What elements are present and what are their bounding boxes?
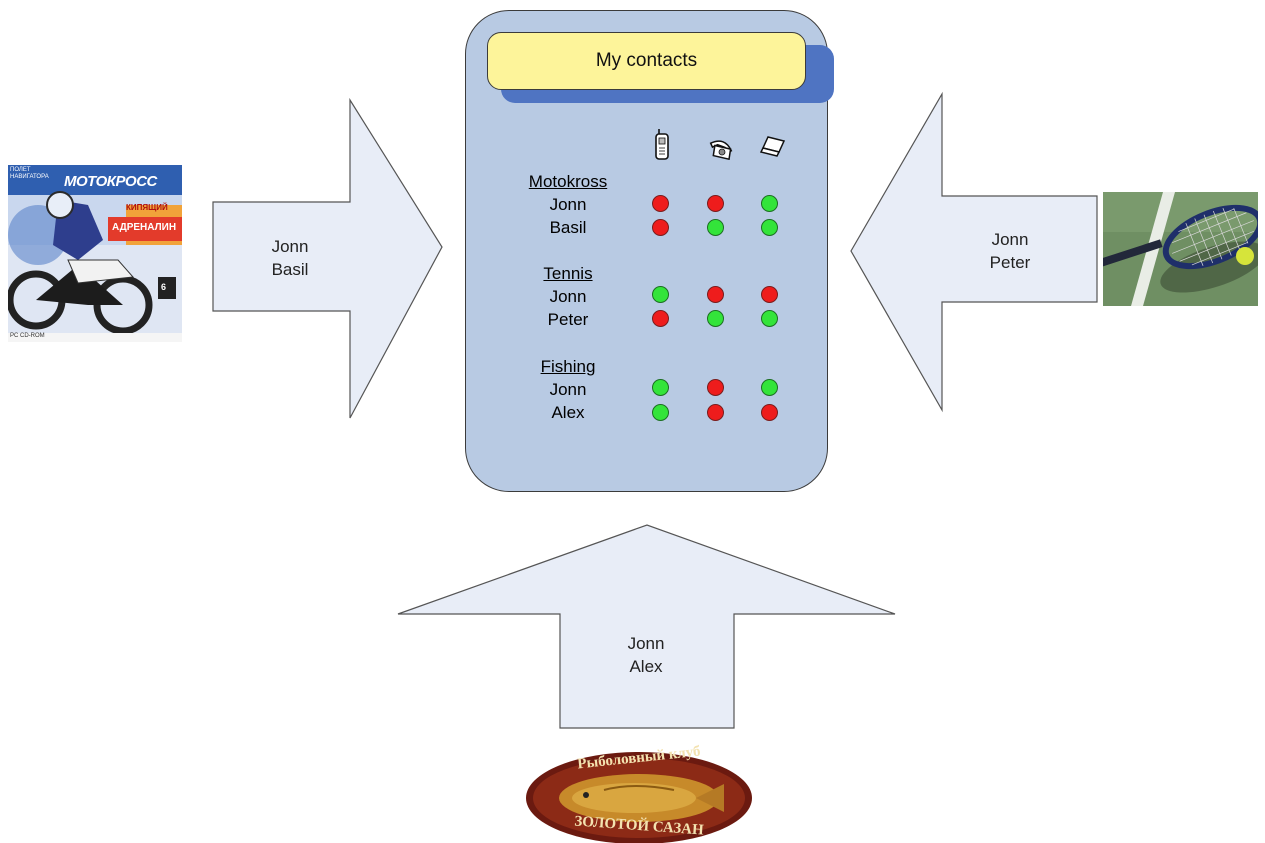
motocross-cover-art <box>8 165 182 342</box>
moto-footer-text: PC CD-ROM <box>10 333 45 339</box>
left-arrow-line1: Jonn <box>271 237 309 256</box>
tennis-racket-image <box>1103 192 1258 306</box>
right-arrow-line1: Jonn <box>991 230 1029 249</box>
status-dot-mobile-red <box>652 195 669 212</box>
status-dot-mobile-green <box>652 286 669 303</box>
moto-subtitle-1: КИПЯЩИЙ <box>126 203 168 212</box>
bottom-arrow <box>397 524 896 729</box>
status-dot-mobile-green <box>652 379 669 396</box>
status-dot-desk-phone-red <box>707 286 724 303</box>
desk-phone-icon <box>709 140 733 160</box>
status-dot-laptop-red <box>761 404 778 421</box>
moto-age-badge: 6 <box>161 282 167 292</box>
left-arrow <box>212 97 443 419</box>
fishing-club-logo-image: Рыболовный клуб ЗОЛОТОЙ САЗАН <box>524 740 754 843</box>
left-arrow-line2: Basil <box>271 260 309 279</box>
group-name-fishing: Fishing <box>540 357 596 376</box>
moto-title-text: МОТОКРОСС <box>64 173 157 190</box>
group-name-tennis: Tennis <box>543 264 593 283</box>
status-dot-desk-phone-green <box>707 219 724 236</box>
moto-top-text: ПОЛЕТ НАВИГАТОРА <box>10 167 49 180</box>
bottom-arrow-line2: Alex <box>629 657 663 676</box>
moto-subtitle-2: АДРЕНАЛИН <box>112 222 177 233</box>
tennis-photo-art <box>1103 192 1258 306</box>
status-dot-mobile-green <box>652 404 669 421</box>
status-dot-desk-phone-green <box>707 310 724 327</box>
group-name-motokross: Motokross <box>528 172 608 191</box>
contact-name[interactable]: Peter <box>547 310 589 329</box>
contact-name[interactable]: Jonn <box>549 380 587 399</box>
motocross-game-cover-image: ПОЛЕТ НАВИГАТОРА МОТОКРОСС КИПЯЩИЙ АДРЕН… <box>8 165 182 342</box>
status-dot-laptop-green <box>761 195 778 212</box>
contact-name[interactable]: Alex <box>551 403 585 422</box>
status-dot-laptop-red <box>761 286 778 303</box>
status-dot-laptop-green <box>761 219 778 236</box>
laptop-icon <box>759 136 786 157</box>
contact-name[interactable]: Jonn <box>549 287 587 306</box>
fishing-logo-art <box>526 752 752 843</box>
status-dot-laptop-green <box>761 310 778 327</box>
right-arrow <box>850 91 1098 413</box>
mobile-phone-icon <box>655 129 669 160</box>
contact-name[interactable]: Basil <box>549 218 587 237</box>
panel-title: My contacts <box>487 32 806 90</box>
bottom-arrow-label: Jonn Alex <box>606 632 686 678</box>
left-arrow-label: Jonn Basil <box>250 235 330 281</box>
status-dot-laptop-green <box>761 379 778 396</box>
contact-name[interactable]: Jonn <box>549 195 587 214</box>
right-arrow-line2: Peter <box>989 253 1031 272</box>
bottom-arrow-line1: Jonn <box>627 634 665 653</box>
right-arrow-label: Jonn Peter <box>970 228 1050 274</box>
status-dot-mobile-red <box>652 310 669 327</box>
status-dot-desk-phone-red <box>707 379 724 396</box>
status-dot-desk-phone-red <box>707 404 724 421</box>
status-dot-mobile-red <box>652 219 669 236</box>
status-dot-desk-phone-red <box>707 195 724 212</box>
